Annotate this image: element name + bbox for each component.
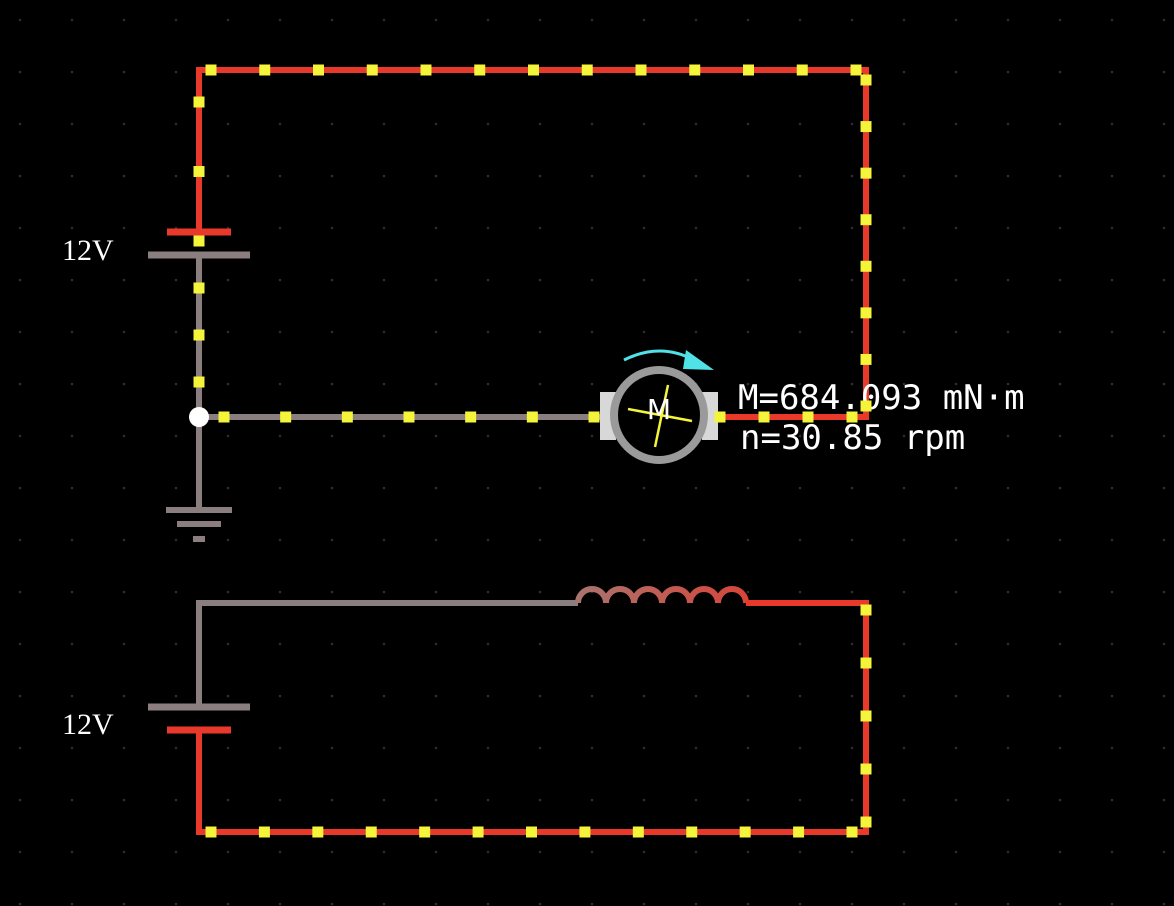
current-dot — [193, 96, 205, 108]
current-dot — [193, 282, 205, 294]
current-dot — [419, 826, 431, 838]
current-dot — [205, 826, 217, 838]
junction-node[interactable] — [189, 407, 209, 427]
current-dot — [420, 64, 432, 76]
wire-top-loop[interactable] — [196, 67, 869, 420]
current-dot — [581, 64, 593, 76]
inductor-icon — [575, 586, 749, 604]
current-dot — [313, 64, 324, 76]
battery-top-voltage-label: 12V — [62, 234, 114, 267]
current-dot — [193, 235, 205, 247]
current-flow-dots — [193, 64, 872, 838]
current-dot — [193, 166, 205, 177]
current-dot — [635, 64, 647, 76]
current-dot — [259, 64, 271, 76]
current-dot — [860, 763, 872, 775]
current-dot — [526, 826, 537, 838]
current-dot — [193, 376, 205, 388]
current-dot — [860, 121, 872, 133]
current-dot — [739, 826, 751, 838]
wire-battery-to-inductor[interactable] — [196, 600, 578, 707]
lower-circuit: 12V — [62, 586, 869, 835]
current-dot — [846, 826, 858, 838]
current-dot — [793, 826, 805, 838]
current-dot — [312, 826, 324, 838]
current-dot — [193, 329, 205, 341]
current-dot — [686, 826, 698, 838]
current-dot — [860, 353, 872, 365]
rotation-arrow-icon — [623, 349, 714, 370]
current-dot — [365, 826, 377, 838]
ground-icon — [166, 507, 232, 542]
current-dot — [465, 411, 477, 423]
motor-icon: M — [600, 366, 718, 464]
current-dot — [403, 411, 415, 423]
current-dot — [860, 657, 872, 669]
battery-bottom[interactable]: 12V — [62, 703, 250, 741]
current-dot — [218, 411, 230, 423]
current-dot — [588, 411, 600, 423]
current-dot — [714, 411, 726, 423]
battery-top[interactable]: 12V — [62, 228, 250, 267]
current-dot — [796, 64, 808, 76]
current-dot — [474, 64, 486, 76]
current-dot — [860, 307, 872, 319]
current-dot — [632, 826, 644, 838]
current-dot — [258, 826, 270, 838]
current-dot — [860, 816, 872, 828]
current-dot — [205, 64, 217, 76]
current-dot — [758, 411, 770, 423]
battery-bottom-voltage-label: 12V — [62, 708, 114, 741]
current-dot — [860, 260, 872, 272]
motor-torque-readout: M=684.093 mN·m — [738, 378, 1025, 418]
upper-circuit: 12V M M=684.093 mN·m n=30 — [62, 67, 1025, 542]
current-dot — [689, 64, 701, 76]
current-dot — [280, 411, 292, 423]
current-dot — [860, 710, 872, 722]
current-dot — [472, 826, 484, 838]
current-dot — [743, 64, 754, 76]
current-dot — [860, 167, 872, 179]
motor-speed-readout: n=30.85 rpm — [740, 418, 965, 458]
current-dot — [860, 74, 872, 86]
battery-icon — [148, 228, 250, 259]
current-dot — [860, 400, 872, 412]
current-dot — [341, 411, 353, 423]
battery-icon — [148, 703, 250, 734]
current-dot — [526, 411, 538, 423]
current-dot — [528, 64, 539, 76]
inductor[interactable] — [575, 586, 749, 604]
current-dot — [860, 214, 872, 226]
current-dot — [860, 604, 872, 616]
wire-bottom-loop[interactable] — [196, 600, 869, 835]
current-dot — [850, 64, 862, 76]
current-dot — [802, 411, 814, 423]
current-dot — [846, 411, 858, 423]
current-dot — [579, 826, 591, 838]
motor[interactable]: M M=684.093 mN·m n=30.85 rpm — [600, 349, 1025, 464]
current-dot — [366, 64, 378, 76]
motor-symbol: M — [647, 393, 671, 426]
